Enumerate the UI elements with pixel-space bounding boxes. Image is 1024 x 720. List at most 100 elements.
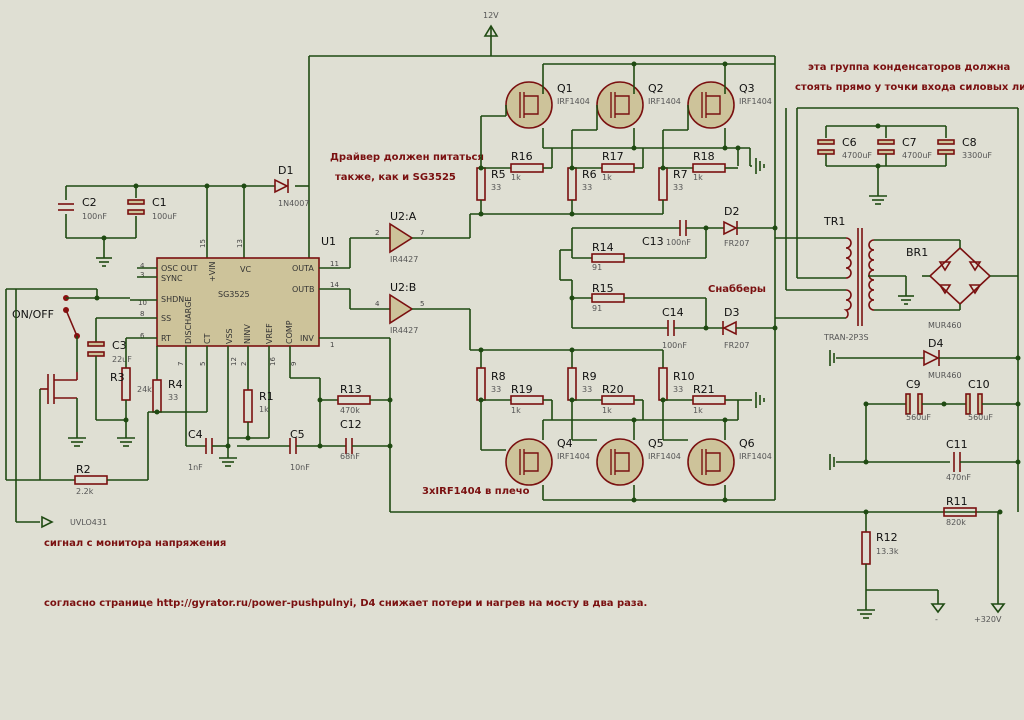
svg-text:R12: R12 [876,531,898,544]
feedback-line: R11 820k - R12 13.3k +320V [390,495,1006,624]
svg-text:33: 33 [673,183,683,192]
svg-text:68nF: 68nF [340,452,360,461]
svg-text:IRF1404: IRF1404 [648,97,681,106]
svg-text:IRF1404: IRF1404 [739,452,772,461]
svg-text:D2: D2 [724,205,739,218]
svg-text:10: 10 [138,299,147,307]
svg-text:MUR460: MUR460 [928,321,962,330]
svg-text:SG3525: SG3525 [218,290,250,299]
svg-text:100nF: 100nF [662,341,687,350]
svg-text:IRF1404: IRF1404 [557,452,590,461]
svg-text:R7: R7 [673,168,688,181]
mosfet-bank-upper: Q1 IRF1404 Q2 IRF1404 Q3 IRF1404 [470,56,778,331]
svg-text:R5: R5 [491,168,506,181]
resistor-r1: R1 1k [228,370,274,441]
svg-text:SHDN: SHDN [161,295,184,304]
svg-text:Q1: Q1 [557,82,573,95]
svg-text:3: 3 [140,271,144,279]
svg-text:470k: 470k [340,406,360,415]
svg-text:14: 14 [330,281,339,289]
svg-text:100nF: 100nF [666,238,691,247]
compensation-network: C5 10nF R13 470k C12 68nF [237,338,393,512]
svg-text:R14: R14 [592,241,614,254]
svg-text:VREF: VREF [265,323,274,344]
svg-text:FR207: FR207 [724,239,749,248]
svg-text:-: - [935,615,938,624]
svg-text:4700uF: 4700uF [842,151,872,160]
svg-text:C11: C11 [946,438,968,451]
svg-text:33: 33 [673,385,683,394]
svg-text:C7: C7 [902,136,917,149]
svg-text:SS: SS [161,314,171,323]
svg-text:Q3: Q3 [739,82,755,95]
svg-text:MUR460: MUR460 [928,371,962,380]
svg-text:NINV: NINV [243,324,252,344]
svg-text:33: 33 [582,385,592,394]
svg-text:15: 15 [199,239,207,248]
svg-text:COMP: COMP [285,320,294,344]
transformer-tr1: TR1 TRAN-2P3S [775,107,1018,342]
svg-text:R18: R18 [693,150,715,163]
svg-text:RT: RT [161,334,171,343]
svg-text:5: 5 [420,300,424,308]
capacitor-c2: C2 100nF [58,196,107,221]
svg-text:ON/OFF: ON/OFF [12,308,54,321]
svg-text:FR207: FR207 [724,341,749,350]
svg-text:2: 2 [240,362,248,366]
svg-text:1k: 1k [693,173,703,182]
svg-text:IR4427: IR4427 [390,255,418,264]
capacitor-c3: C3 22uF [87,318,132,421]
svg-text:Q2: Q2 [648,82,664,95]
svg-text:1: 1 [330,341,334,349]
svg-text:R13: R13 [340,383,362,396]
svg-text:SYNC: SYNC [161,274,183,283]
svg-text:TR1: TR1 [823,215,845,228]
resistor-r4: R4 33 [148,346,207,415]
svg-text:1k: 1k [259,405,269,414]
svg-text:C8: C8 [962,136,977,149]
mosfet-bank-lower: Q4 IRF1404 Q5 IRF1404 Q6 IRF1404 R8 33 R… [470,328,776,503]
input-capacitors: C6 4700uF C7 4700uF C8 3300uF [817,123,992,205]
svg-text:C2: C2 [82,196,97,209]
svg-text:OUTA: OUTA [292,264,314,273]
svg-text:R19: R19 [511,383,533,396]
svg-text:33: 33 [168,393,178,402]
svg-text:CT: CT [203,333,212,344]
note-driver: Драйвер должен питаться [330,152,484,163]
svg-text:33: 33 [582,183,592,192]
svg-text:TRAN-2P3S: TRAN-2P3S [823,333,869,342]
svg-text:R21: R21 [693,383,715,396]
svg-text:Q4: Q4 [557,437,573,450]
svg-text:R16: R16 [511,150,533,163]
svg-text:16: 16 [269,357,277,366]
svg-text:INV: INV [300,334,314,343]
svg-text:1nF: 1nF [188,463,203,472]
driver-u2b: U2:B IR4427 4 5 [349,281,471,350]
svg-text:R2: R2 [76,463,91,476]
ic-u1-sg3525: U1 SG3525 OSC OUT SYNC SHDN SS RT OUTA O… [96,235,390,458]
svg-text:R11: R11 [946,495,968,508]
note-caps1: эта группа конденсаторов должна [808,62,1010,73]
svg-text:C10: C10 [968,378,990,391]
capacitor-c1: C1 100uF [127,196,177,221]
svg-text:R10: R10 [673,370,695,383]
svg-text:33: 33 [491,385,501,394]
diode-d1: D1 1N4007 [274,164,309,208]
svg-text:C1: C1 [152,196,167,209]
svg-text:1k: 1k [511,173,521,182]
uvlo-signal: UVLO431 сигнал с монитора напряжения [15,289,226,549]
svg-text:7: 7 [177,362,185,366]
svg-text:4700uF: 4700uF [902,151,932,160]
svg-text:VC: VC [240,265,251,274]
svg-text:10nF: 10nF [290,463,310,472]
svg-text:U2:A: U2:A [390,210,417,223]
svg-text:91: 91 [592,263,602,272]
svg-text:5: 5 [199,362,207,366]
svg-text:2: 2 [375,229,379,237]
svg-text:C9: C9 [906,378,921,391]
svg-text:OSC OUT: OSC OUT [161,264,198,273]
svg-text:VSS: VSS [225,328,234,344]
note-driver2: также, как и SG3525 [335,172,456,183]
snubber-network: R14 91 C13 100nF D2 FR207 R15 91 C14 100… [559,205,775,350]
